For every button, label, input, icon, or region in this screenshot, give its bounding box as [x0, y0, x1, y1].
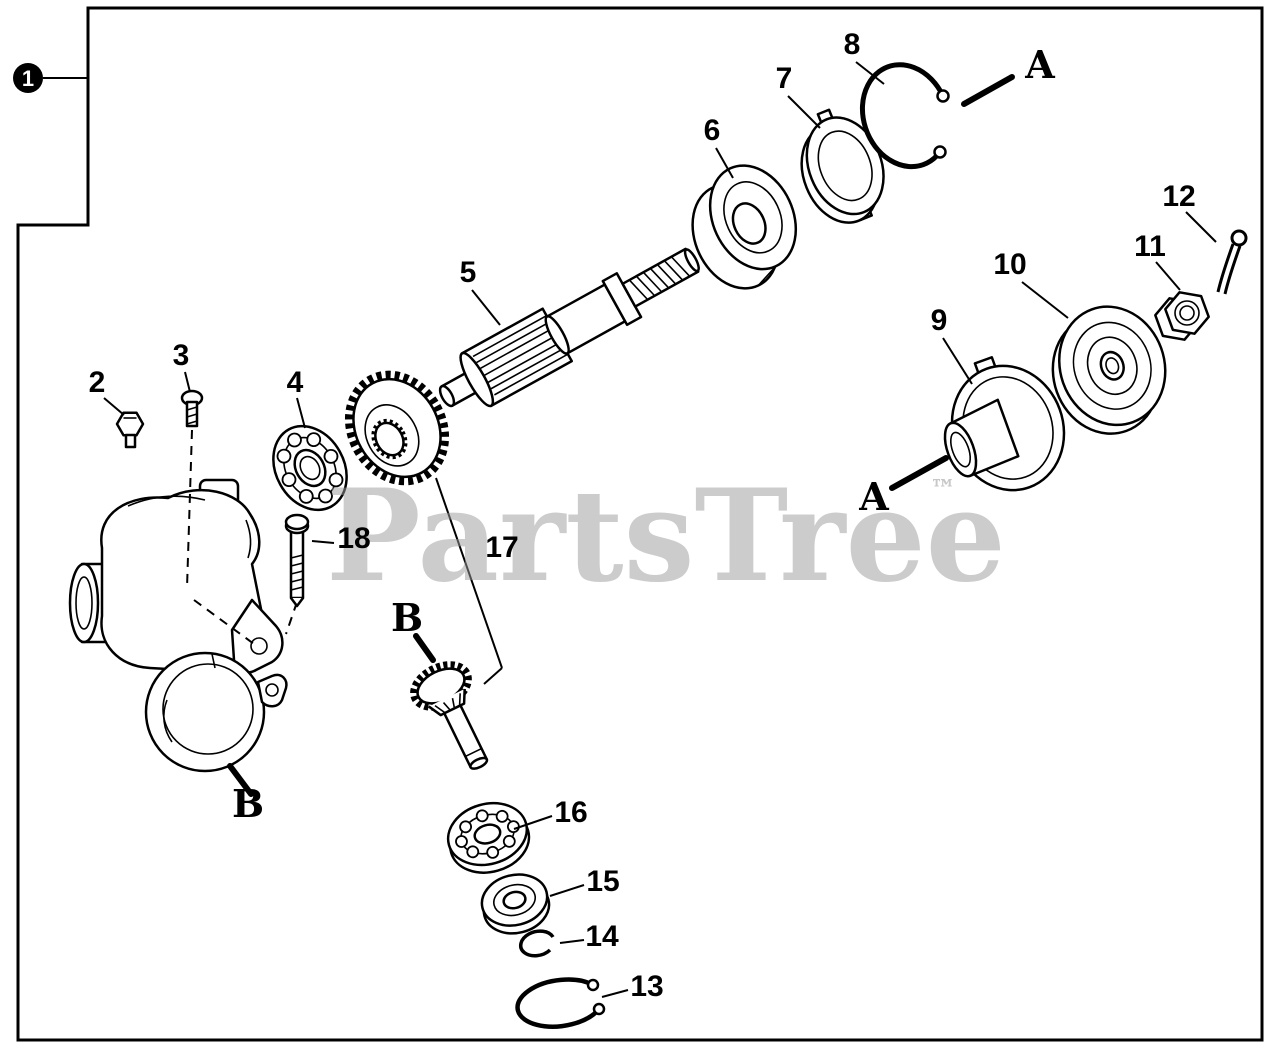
part-7-washer — [800, 108, 885, 224]
part-label-17: 17 — [485, 531, 518, 564]
part-3-screw — [180, 389, 204, 428]
part-label-4: 4 — [287, 366, 304, 399]
part-label-7: 7 — [776, 62, 793, 95]
watermark-tm: ™ — [930, 475, 956, 505]
part-4-bearing — [272, 424, 348, 512]
part-label-9: 9 — [931, 304, 948, 337]
part-18-screw — [284, 513, 310, 608]
part-11-hex-nut — [1154, 291, 1210, 341]
part-label-13: 13 — [630, 970, 663, 1003]
part-2-hex-bolt — [115, 411, 145, 449]
part-label-18: 18 — [337, 522, 370, 555]
part-gear-pinion — [410, 661, 489, 770]
diagram-border — [16, 6, 1264, 1042]
part-14-snap-ring — [518, 929, 555, 958]
part-10-disc — [1051, 305, 1167, 435]
ref-letter-a-top: A — [1024, 42, 1055, 87]
callout-1-circle — [13, 63, 43, 93]
part-15-bearing — [480, 873, 551, 935]
part-label-10: 10 — [993, 248, 1026, 281]
part-label-5: 5 — [460, 256, 477, 289]
part-6-bearing — [691, 164, 798, 290]
part-5-shaft — [438, 247, 700, 408]
part-13-snap-ring — [515, 977, 606, 1029]
ref-letter-a-mid: A — [858, 474, 889, 519]
part-8-snap-ring — [859, 62, 950, 170]
part-gear-bevel-large — [344, 370, 450, 486]
callout-1: 1 — [13, 63, 88, 93]
reference-letters: A A B B — [232, 42, 1055, 826]
part-label-8: 8 — [844, 28, 861, 61]
leader-lines — [103, 61, 1217, 998]
part-12-cotter-pin — [1216, 229, 1248, 295]
part-label-15: 15 — [586, 865, 619, 898]
ref-letter-b-upper: B — [391, 595, 423, 640]
ref-letter-b-lower: B — [232, 781, 264, 826]
part-label-6: 6 — [704, 114, 721, 147]
part-label-16: 16 — [554, 796, 587, 829]
assembly-dashed-lines — [186, 429, 298, 645]
part-label-2: 2 — [89, 366, 106, 399]
part-16-bearing — [446, 801, 531, 874]
part-gearbox-housing — [68, 478, 288, 773]
reference-lines — [227, 74, 1015, 797]
part-label-14: 14 — [585, 920, 619, 953]
part-label-11: 11 — [1134, 230, 1166, 263]
part-9-cover — [943, 356, 1066, 492]
callout-1-label: 1 — [22, 66, 34, 91]
part-number-labels: 2 3 4 5 6 7 8 9 10 11 12 13 14 15 16 17 … — [89, 28, 1196, 1003]
part-label-3: 3 — [173, 339, 190, 372]
part-label-12: 12 — [1162, 180, 1195, 213]
